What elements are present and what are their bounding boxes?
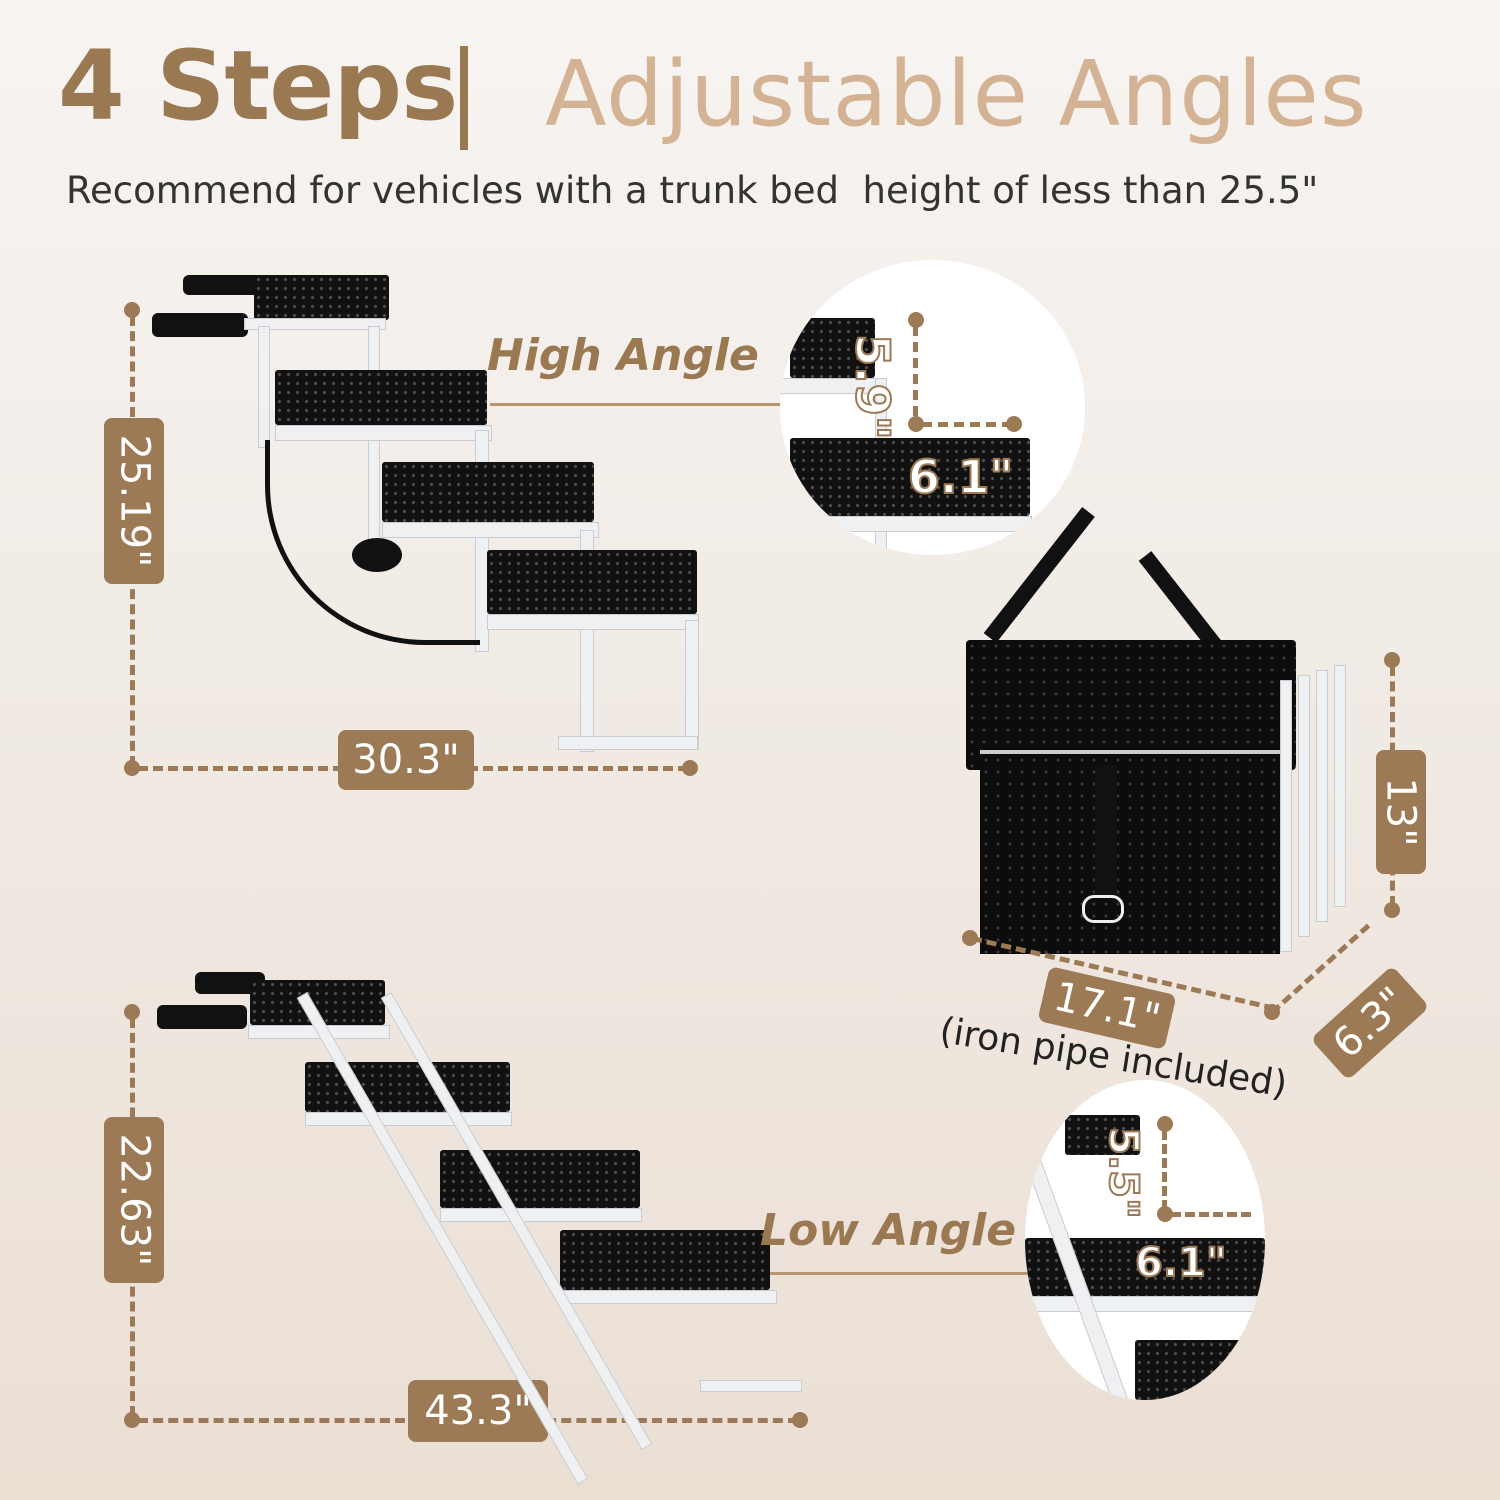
step-tread [487, 550, 697, 614]
length-value: 43.3" [424, 1388, 532, 1434]
dim-dot [962, 930, 978, 946]
dim-dot [124, 760, 140, 776]
folded-rail [1334, 665, 1346, 907]
step-foot [700, 1380, 802, 1392]
high-angle-label: High Angle [487, 330, 759, 381]
carabiner-icon [1082, 895, 1124, 923]
step-tread [250, 980, 385, 1025]
dim-dot [1157, 1116, 1173, 1132]
folded-depth-value: 6.3" [1324, 978, 1416, 1068]
height-value: 22.63" [111, 1133, 158, 1267]
step-tread [305, 1062, 510, 1112]
step-frame [440, 1208, 642, 1222]
dim-dot [1384, 652, 1400, 668]
step-frame [487, 614, 699, 630]
length-value: 30.3" [352, 737, 460, 783]
dim-dot [1006, 416, 1022, 432]
step-leg [685, 620, 699, 750]
step-leg [258, 326, 270, 448]
depth-dim-line [922, 422, 1012, 427]
low-angle-leader [770, 1272, 1035, 1275]
step-tread [790, 438, 1030, 516]
folded-rail [1316, 670, 1328, 922]
step-frame [275, 425, 492, 441]
rise-dim-line [913, 326, 918, 416]
grab-handle [157, 1005, 247, 1029]
step-tread [560, 1230, 770, 1290]
title-divider [460, 46, 468, 150]
step-tread [254, 275, 389, 320]
dim-dot [1157, 1206, 1173, 1222]
rise-value: 5.9" [845, 333, 901, 440]
step-tread [1135, 1340, 1265, 1400]
length-badge: 30.3" [338, 730, 474, 790]
step-tread [275, 370, 487, 425]
depth-dim-line [1171, 1212, 1251, 1217]
folded-height-badge: 13" [1376, 750, 1426, 874]
high-angle-leader [490, 403, 790, 406]
low-angle-label: Low Angle [760, 1205, 1017, 1256]
height-badge: 25.19" [104, 418, 164, 584]
step-tread [440, 1150, 640, 1208]
high-angle-section: 25.19" 30.3" High Angle 5.9" 6.1" [0, 260, 1100, 800]
dim-dot [682, 760, 698, 776]
grab-handle [152, 313, 248, 337]
dim-dot [124, 1412, 140, 1428]
dim-dot [124, 1004, 140, 1020]
dim-dot [1384, 902, 1400, 918]
high-angle-detail-circle: 5.9" 6.1" [780, 260, 1085, 555]
step-foot [558, 736, 698, 750]
title-adjustable-angles: Adjustable Angles [545, 42, 1368, 147]
title-steps: 4 Steps [58, 30, 458, 142]
folded-depth-badge: 6.3" [1310, 965, 1430, 1081]
strap-pad [352, 538, 402, 572]
dim-dot [124, 302, 140, 318]
folded-height-value: 13" [1378, 777, 1425, 847]
low-angle-section: 22.63" 43.3" Low Angle 5.5" 6.1" [0, 960, 1265, 1485]
subtitle-recommendation: Recommend for vehicles with a trunk bed … [66, 169, 1319, 212]
grab-handle [195, 972, 265, 994]
step-frame [560, 1290, 777, 1304]
low-angle-detail-circle: 5.5" 6.1" [1025, 1080, 1265, 1400]
dim-dot [908, 416, 924, 432]
buckle-strap [1095, 765, 1117, 895]
step-frame [790, 516, 1032, 532]
step-tread [1065, 1115, 1140, 1155]
step-frame [244, 318, 386, 330]
height-badge: 22.63" [104, 1117, 164, 1283]
depth-value: 6.1" [907, 449, 1014, 505]
rise-dim-line [1162, 1130, 1167, 1210]
grab-handle [183, 275, 263, 295]
step-frame [1025, 1296, 1265, 1312]
folded-section: 13" 17.1" 6.3" (iron pipe included) [930, 506, 1490, 1120]
dim-dot [908, 312, 924, 328]
height-value: 25.19" [111, 434, 158, 568]
depth-value: 6.1" [1134, 1239, 1228, 1287]
dim-dot [792, 1412, 808, 1428]
folded-top-panel [966, 640, 1296, 770]
step-frame [305, 1112, 512, 1126]
step-tread [790, 318, 875, 378]
rise-value: 5.5" [1099, 1126, 1147, 1220]
folded-rail [1280, 680, 1292, 952]
folded-rail [1298, 675, 1310, 937]
folded-front-panel [980, 750, 1280, 954]
dim-dot [1264, 1004, 1280, 1020]
